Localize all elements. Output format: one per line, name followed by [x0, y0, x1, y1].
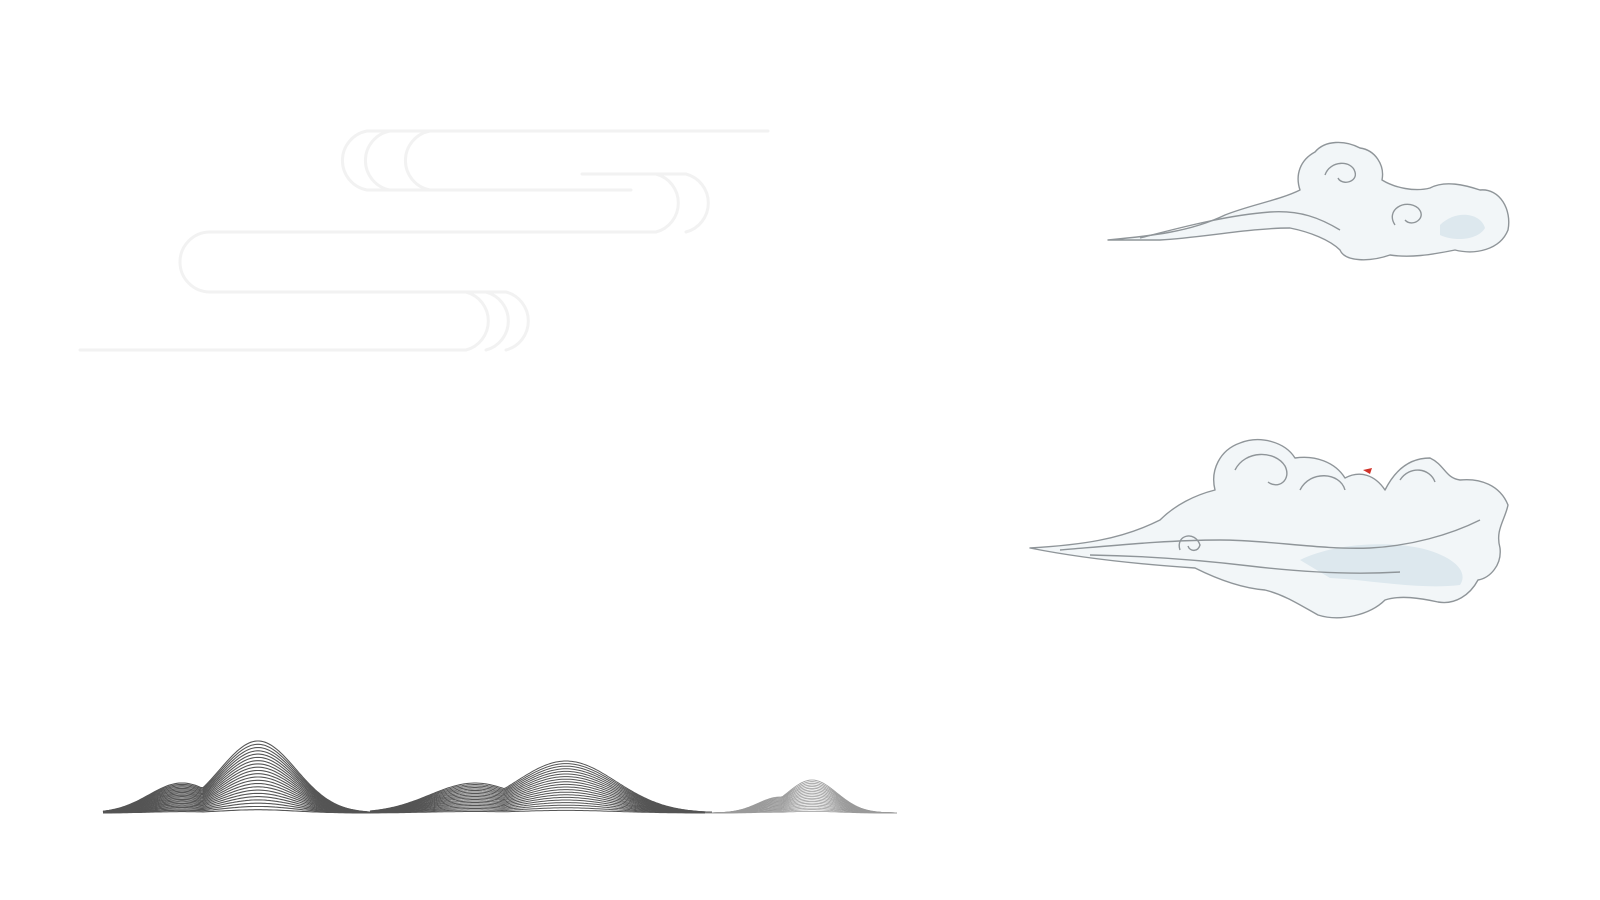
mountain-contour-line	[102, 763, 372, 813]
mountain-contour-line	[369, 789, 713, 814]
mountain-contour-line	[369, 768, 713, 813]
line-mountains	[102, 740, 898, 814]
mountain-contour-line	[102, 776, 372, 814]
mountain-contour-line	[102, 766, 371, 813]
mountain-contour-line	[102, 799, 371, 814]
mountain-contour-line	[103, 809, 371, 814]
mountain-contour-line	[369, 763, 713, 813]
mountain-contour-line	[102, 769, 372, 814]
mountain-contour-line	[102, 760, 372, 813]
cloud-band-decoration	[78, 129, 770, 352]
mountain-contour-line	[103, 805, 371, 814]
mountain-contour-line	[369, 760, 713, 813]
mountain-contour-line	[369, 773, 713, 813]
mountain-contour-line	[102, 802, 371, 814]
mountain-contour-line	[370, 804, 712, 814]
mountain-contour-line	[102, 756, 372, 813]
mountain-contour-line	[102, 783, 371, 814]
mountain-contour-line	[370, 799, 712, 814]
cloud-illustration-upper	[1107, 141, 1510, 261]
cloud-illustration-lower	[1029, 439, 1509, 619]
mountain-contour-line	[102, 773, 372, 814]
mountain-contour-line	[369, 794, 712, 814]
mountain-contour-line	[102, 779, 372, 814]
mountain-contour-line	[102, 750, 372, 813]
mountain-contour-line	[102, 789, 371, 814]
mountain-contour-line	[370, 809, 712, 814]
mountain-contour-line	[705, 811, 897, 814]
mountain-contour-line	[369, 765, 712, 813]
mountain-contour-line	[369, 778, 712, 813]
mountain-contour-line	[103, 796, 371, 814]
mountain-contour-line	[369, 783, 713, 814]
mountain-contour-line	[102, 747, 372, 813]
mountain-contour-line	[103, 792, 372, 814]
mountain-contour-line	[102, 786, 372, 814]
mountain-contour-line	[370, 802, 713, 814]
